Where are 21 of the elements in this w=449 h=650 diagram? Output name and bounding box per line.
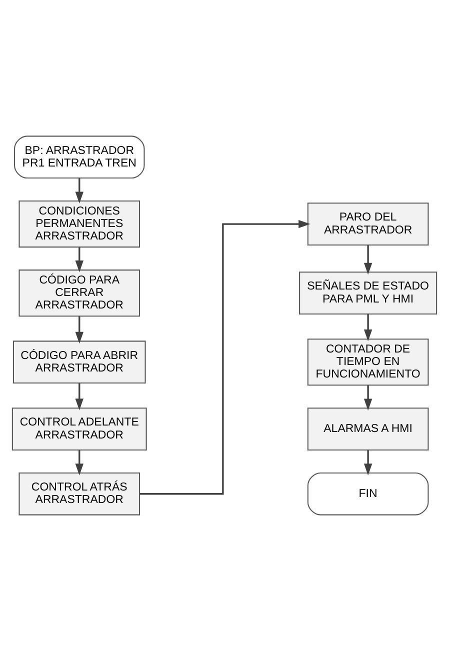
arrow	[364, 244, 372, 274]
node-box: FIN	[307, 472, 429, 515]
arrow	[75, 382, 84, 410]
node-box: CONTADOR DE TIEMPO EN FUNCIONAMIENTO	[307, 338, 429, 386]
arrow	[364, 384, 372, 410]
arrow	[75, 450, 84, 475]
node-box: CÓDIGO PARA ABRIR ARRASTRADOR	[12, 340, 146, 384]
node-box: CONDICIONES PERMANENTES ARRASTRADOR	[18, 200, 140, 248]
arrow	[75, 178, 84, 203]
arrow	[75, 316, 84, 344]
arrow	[364, 314, 372, 341]
node-box: PARO DEL ARRASTRADOR	[307, 202, 429, 245]
node-box: ALARMAS A HMI	[307, 407, 429, 450]
node-box: CÓDIGO PARA CERRAR ARRASTRADOR	[18, 269, 140, 316]
arrow	[75, 246, 84, 272]
arrow	[364, 450, 372, 475]
node-box: CONTROL ADELANTE ARRASTRADOR	[12, 407, 147, 450]
arrow	[140, 219, 310, 494]
node-box: BP: ARRASTRADOR PR1 ENTRADA TREN	[14, 135, 145, 178]
node-box: CONTROL ATRÁS ARRASTRADOR	[18, 472, 140, 515]
node-box: SEÑALES DE ESTADO PARA PML Y HMI	[299, 271, 438, 314]
